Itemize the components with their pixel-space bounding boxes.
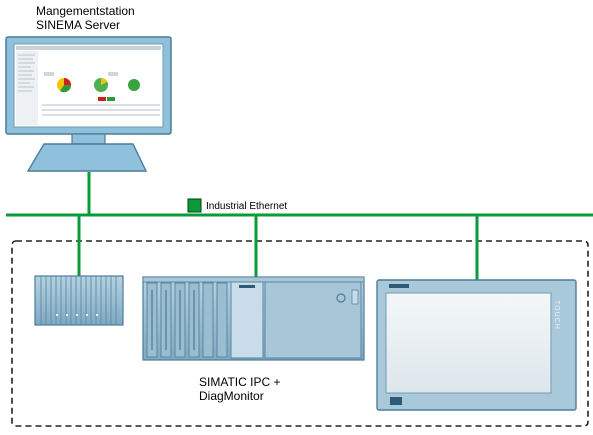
screen-sidebar <box>16 51 38 125</box>
screen-topbar <box>16 46 161 50</box>
ethernet-label: Industrial Ethernet <box>206 201 288 212</box>
ipc-label-line1: SIMATIC IPC + <box>199 375 281 389</box>
dashed-enclosure <box>11 240 589 427</box>
monitor-neck <box>71 133 106 145</box>
screen-sidebar-lines <box>18 54 35 92</box>
io-module <box>34 275 124 326</box>
server-title-line2: SINEMA Server <box>36 18 121 32</box>
ipc-label-line2: DiagMonitor <box>199 389 264 403</box>
ethernet-legend-swatch <box>187 198 202 213</box>
server-title: Mangementstation SINEMA Server <box>36 4 135 32</box>
server-monitor <box>5 36 172 172</box>
monitor-stand <box>26 143 148 172</box>
touch-panel <box>376 279 577 411</box>
simatic-ipc <box>142 276 365 361</box>
server-title-line1: Mangementstation <box>36 4 135 18</box>
ipc-label: SIMATIC IPC + DiagMonitor <box>199 375 280 403</box>
panel-side-text: TOUCH <box>553 300 560 330</box>
status-pie-3 <box>128 79 140 91</box>
